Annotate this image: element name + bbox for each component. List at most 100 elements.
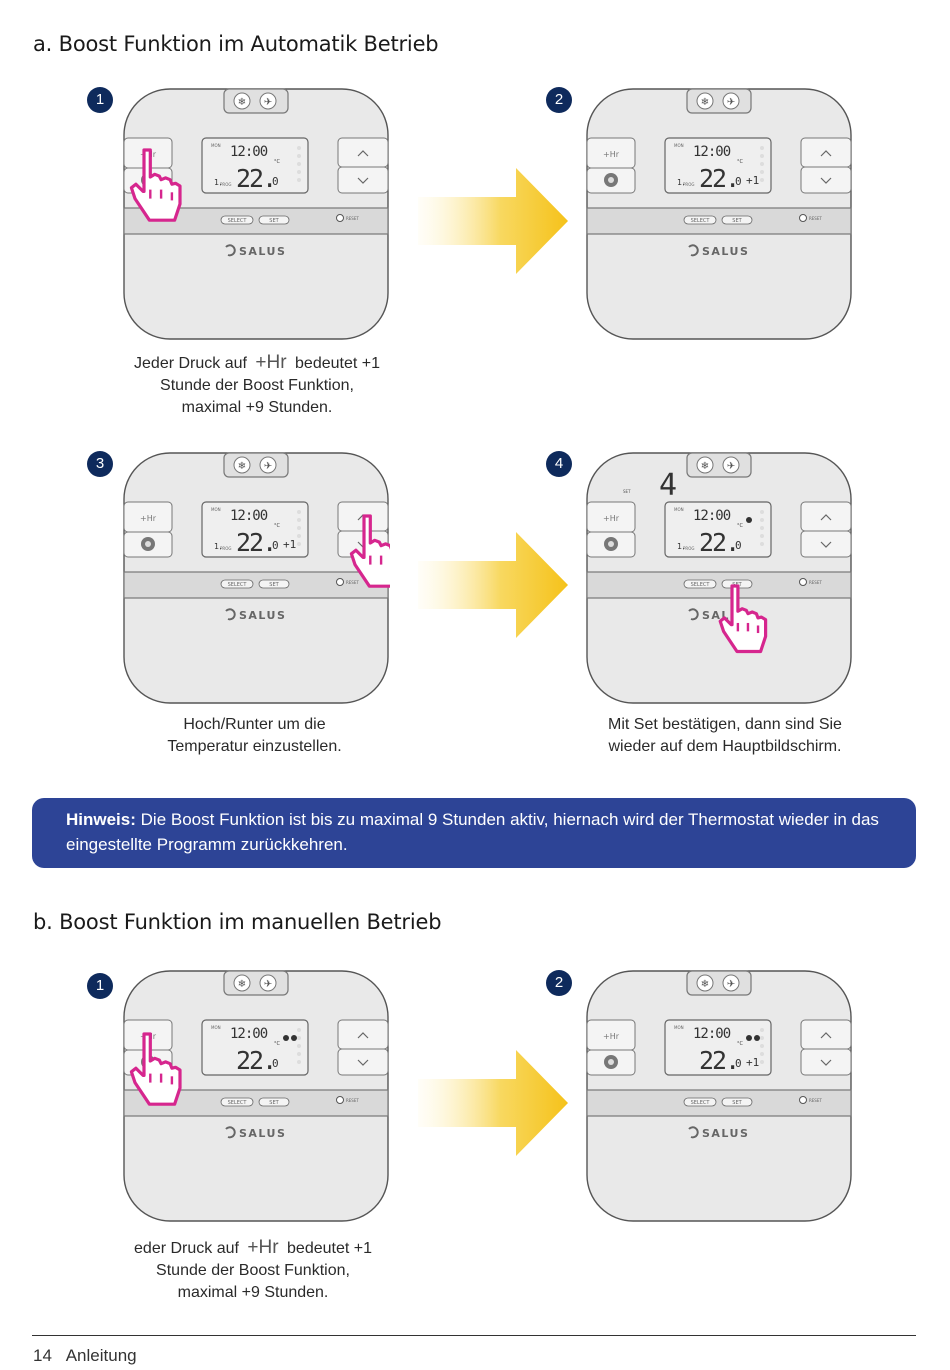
arrow-right-icon xyxy=(418,532,570,638)
step-badge-a3: 3 xyxy=(87,451,113,477)
svg-text:+Hr: +Hr xyxy=(603,1032,620,1041)
arrow-right-icon xyxy=(418,1050,570,1156)
caption-b1-line2: Stunde der Boost Funktion, xyxy=(156,1262,350,1279)
note-box: Hinweis: Die Boost Funktion ist bis zu m… xyxy=(32,798,916,868)
caption-a1-line2: Stunde der Boost Funktion, xyxy=(160,377,354,394)
svg-text:°C: °C xyxy=(274,523,281,529)
svg-text:0: 0 xyxy=(272,175,279,188)
chevron-up-icon xyxy=(357,150,369,157)
section-a-title: a. Boost Funktion im Automatik Betrieb xyxy=(33,32,439,56)
svg-text:RESET: RESET xyxy=(809,1098,822,1103)
svg-text:4: 4 xyxy=(659,468,677,503)
svg-text:RESET: RESET xyxy=(809,580,822,585)
svg-text:+Hr: +Hr xyxy=(603,150,620,159)
chevron-down-icon xyxy=(357,177,369,184)
caption-b1-line3: maximal +9 Stunden. xyxy=(177,1284,329,1301)
step-badge-a2: 2 xyxy=(546,87,572,113)
svg-text:PROG: PROG xyxy=(683,546,694,551)
svg-text:SALUS: SALUS xyxy=(239,245,286,258)
holiday-icon: ✈ xyxy=(259,974,277,992)
frost-icon: ❄ xyxy=(233,974,251,992)
salus-logo: SALUS xyxy=(225,608,285,622)
step-badge-a4: 4 xyxy=(546,451,572,477)
svg-text:RESET: RESET xyxy=(809,216,822,221)
svg-text:0: 0 xyxy=(272,539,279,552)
manual-hand-icon xyxy=(604,173,618,187)
chevron-up-icon xyxy=(820,150,832,157)
svg-text:RESET: RESET xyxy=(346,216,359,221)
frost-icon: ❄ xyxy=(696,456,714,474)
svg-text:SET: SET xyxy=(269,218,279,224)
frost-icon: ❄ xyxy=(233,456,251,474)
caption-b1: eder Druck auf +Hr bedeutet +1 Stunde de… xyxy=(108,1237,398,1304)
frost-icon: ❄ xyxy=(696,92,714,110)
svg-text:SALUS: SALUS xyxy=(702,1127,749,1140)
thermostat-a1: ❄✈+HrMON12:00°C1.PROG22.0SELECTSETRESETS… xyxy=(122,88,390,342)
svg-text:RESET: RESET xyxy=(346,1098,359,1103)
svg-text:SET: SET xyxy=(269,1100,279,1106)
chevron-up-icon xyxy=(820,514,832,521)
salus-logo: SALUS xyxy=(225,1126,285,1140)
svg-text:❄: ❄ xyxy=(701,979,709,990)
svg-text:+Hr: +Hr xyxy=(603,514,620,523)
chevron-down-icon xyxy=(820,177,832,184)
svg-text:✈: ✈ xyxy=(727,461,735,472)
hr-key-label: +Hr xyxy=(247,1237,279,1258)
pointing-hand-icon xyxy=(129,148,182,222)
svg-text:°C: °C xyxy=(274,1041,281,1047)
svg-text:12:00: 12:00 xyxy=(230,508,268,524)
arrow-right-icon xyxy=(418,168,570,274)
svg-text:PROG: PROG xyxy=(220,182,231,187)
step-badge-a1: 1 xyxy=(87,87,113,113)
pointing-hand-icon xyxy=(718,584,768,654)
svg-text:1.: 1. xyxy=(677,542,685,551)
svg-text:❄: ❄ xyxy=(238,97,246,108)
svg-text:SELECT: SELECT xyxy=(691,1100,711,1106)
svg-text:°C: °C xyxy=(737,159,744,165)
svg-text:22.: 22. xyxy=(236,164,275,193)
svg-text:MON: MON xyxy=(674,507,684,512)
note-text: Die Boost Funktion ist bis zu maximal 9 … xyxy=(66,810,879,854)
salus-logo: SALUS xyxy=(688,244,748,258)
svg-text:✈: ✈ xyxy=(727,97,735,108)
svg-text:0: 0 xyxy=(272,1057,279,1070)
svg-text:SELECT: SELECT xyxy=(691,218,711,224)
chevron-down-icon xyxy=(357,1059,369,1066)
step-badge-b1: 1 xyxy=(87,973,113,999)
svg-text:✈: ✈ xyxy=(727,979,735,990)
frost-icon: ❄ xyxy=(696,974,714,992)
svg-text:SELECT: SELECT xyxy=(228,218,248,224)
svg-text:22.: 22. xyxy=(699,1046,738,1075)
salus-logo: SALUS xyxy=(225,244,286,258)
svg-text:SET: SET xyxy=(269,582,279,588)
svg-text:MON: MON xyxy=(674,1025,684,1030)
salus-logo: SALUS xyxy=(688,1126,749,1140)
svg-text:12:00: 12:00 xyxy=(230,1026,268,1042)
footer-label: Anleitung xyxy=(65,1346,137,1365)
chevron-up-icon xyxy=(820,1032,832,1039)
svg-text:SELECT: SELECT xyxy=(228,582,248,588)
svg-text:SELECT: SELECT xyxy=(228,1100,248,1106)
caption-b1-after: bedeutet +1 xyxy=(287,1240,372,1257)
svg-text:MON: MON xyxy=(211,143,221,148)
svg-text:1.: 1. xyxy=(214,178,222,187)
svg-text:12:00: 12:00 xyxy=(693,144,731,160)
svg-text:1.: 1. xyxy=(677,178,685,187)
chevron-down-icon xyxy=(820,541,832,548)
svg-text:MON: MON xyxy=(674,143,684,148)
manual-hand-icon xyxy=(141,537,155,551)
page-number: 14 xyxy=(33,1346,52,1365)
svg-text:✈: ✈ xyxy=(264,461,272,472)
footer-divider xyxy=(32,1335,916,1336)
svg-text:❄: ❄ xyxy=(701,461,709,472)
svg-text:22.: 22. xyxy=(699,528,738,557)
svg-text:°C: °C xyxy=(274,159,281,165)
svg-text:0: 0 xyxy=(735,1057,742,1070)
chevron-up-icon xyxy=(357,1032,369,1039)
svg-text:MON: MON xyxy=(211,1025,221,1030)
svg-text:°C: °C xyxy=(737,523,744,529)
caption-a1: Jeder Druck auf +Hr bedeutet +1 Stunde d… xyxy=(112,352,402,419)
